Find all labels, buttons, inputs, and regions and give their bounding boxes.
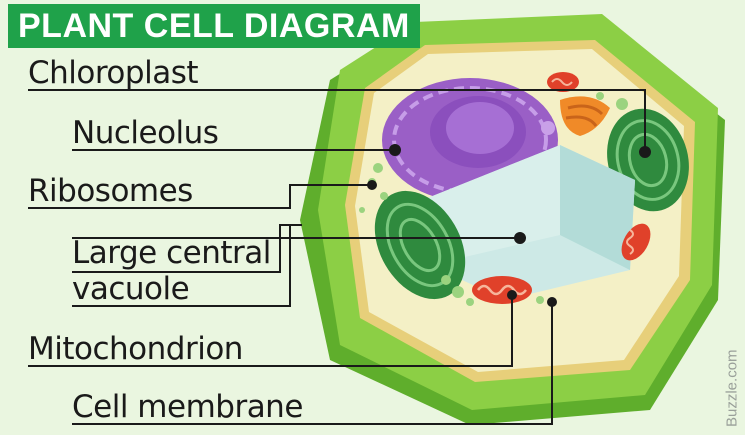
- label-vacuole-line1: Large central: [72, 236, 271, 270]
- label-cell-membrane: Cell membrane: [72, 390, 303, 424]
- watermark: Buzzle.com: [724, 349, 741, 427]
- title-banner: PLANT CELL DIAGRAM: [8, 4, 420, 48]
- mitochondrion-bottom: [472, 276, 532, 304]
- label-chloroplast: Chloroplast: [28, 56, 198, 90]
- diagram-title: PLANT CELL DIAGRAM: [8, 7, 410, 46]
- label-nucleolus: Nucleolus: [72, 116, 218, 150]
- label-ribosomes: Ribosomes: [28, 174, 193, 208]
- label-vacuole-line2: vacuole: [72, 272, 189, 306]
- label-mitochondrion: Mitochondrion: [28, 332, 243, 366]
